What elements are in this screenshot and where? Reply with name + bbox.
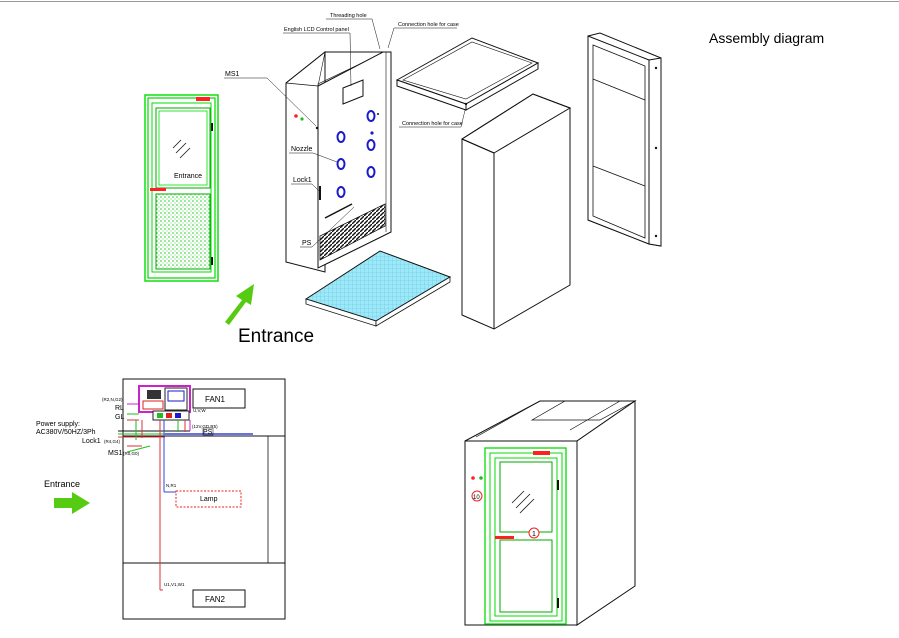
- lock1-wiring-label: Lock1: [82, 438, 101, 445]
- door-label: Entrance: [174, 173, 202, 180]
- door-window: [155, 107, 211, 189]
- fan2-box: [192, 589, 246, 608]
- iso-door-window: [499, 461, 553, 533]
- nozzle-icons: [336, 110, 376, 198]
- fan1-box: [192, 388, 246, 409]
- louver-grille: [319, 203, 386, 261]
- door-top-handle: [196, 97, 210, 101]
- lamp-terminals: N,R1: [166, 483, 177, 488]
- marker-1-text: 1: [532, 531, 536, 538]
- ms1-red-indicator: [294, 114, 298, 118]
- callout-ms1: MS1: [225, 71, 240, 78]
- ps-terminals: (12V,GD,R5): [192, 424, 218, 429]
- door-lower-panel: [155, 193, 211, 270]
- fan1-terminals: U,V,W: [193, 408, 206, 413]
- callout-nozzle: Nozzle: [291, 146, 313, 153]
- wiring-diagram: FAN1 U,V,W Lamp N,R1: [36, 378, 286, 620]
- entrance-door: Entrance: [144, 94, 219, 282]
- iso-door: [484, 447, 567, 625]
- callouts: Threading hole English LCD Control panel…: [224, 13, 467, 248]
- callout-connection-hole-top: Connection hole for case: [398, 22, 459, 28]
- marker-10-badge: [471, 490, 483, 502]
- lcd-panel: [342, 79, 364, 105]
- door-handle: [150, 188, 166, 191]
- callout-lock1: Lock1: [293, 177, 312, 184]
- iso-green-indicator: [479, 476, 483, 480]
- lock1-bar: [319, 186, 321, 200]
- gl-label: GL: [115, 414, 124, 421]
- control-board: [138, 385, 191, 421]
- ms1-terminals: (R0,G0): [123, 451, 140, 456]
- wiring-entrance-label: Entrance: [44, 479, 80, 489]
- callout-threading-hole: Threading hole: [330, 13, 367, 19]
- marker-10-text: 10: [473, 495, 480, 501]
- ms1-wiring-label: MS1: [108, 450, 123, 457]
- fan2-label: FAN2: [205, 595, 226, 604]
- page-title: Assembly diagram: [709, 30, 824, 46]
- lamp-label: Lamp: [200, 496, 218, 503]
- power-supply-line2: AC380V/50HZ/3Ph: [36, 429, 96, 436]
- callout-ps: PS: [302, 240, 312, 247]
- rl-gl-terminals: (R2,N,G2): [102, 397, 123, 402]
- fan1-label: FAN1: [205, 395, 226, 404]
- isometric-view: 10 1: [464, 400, 637, 626]
- lamp-box: [175, 490, 242, 508]
- wires: [118, 403, 253, 591]
- main-cabinet: [285, 50, 392, 273]
- floor-panel: [304, 250, 452, 327]
- iso-red-indicator: [471, 476, 475, 480]
- rl-label: RL: [115, 405, 124, 412]
- exploded-view: Entrance Entrance: [144, 13, 662, 347]
- callout-connection-hole-side: Connection hole for case: [402, 121, 463, 127]
- lock1-terminals: (R4,G4): [104, 439, 121, 444]
- entrance-arrow-icon: [225, 284, 254, 325]
- iso-door-handle: [495, 536, 514, 539]
- power-supply-line1: Power supply:: [36, 421, 80, 428]
- iso-door-top-handle: [533, 451, 550, 455]
- callout-lcd-panel: English LCD Control panel: [284, 27, 349, 33]
- wiring-entrance-arrow-icon: [54, 492, 90, 514]
- roof-panel: [395, 37, 540, 111]
- door-frame-panel: [587, 32, 662, 247]
- marker-1-badge: [528, 527, 540, 539]
- fan2-terminals: U1,V1,W1: [164, 582, 185, 587]
- side-case: [460, 93, 572, 330]
- ms1-green-indicator: [300, 117, 304, 121]
- ps-wiring-label: PS: [203, 429, 213, 436]
- entrance-label: Entrance: [238, 326, 314, 347]
